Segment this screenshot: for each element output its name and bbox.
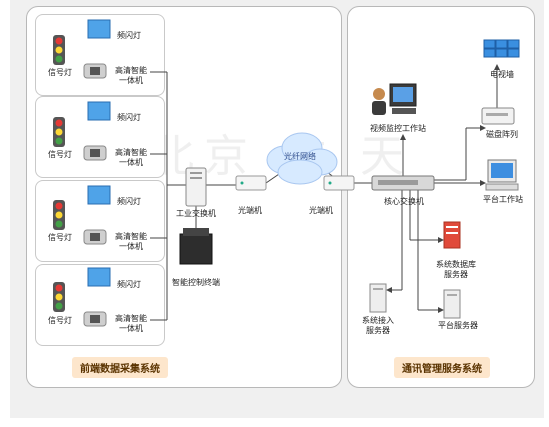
camera-label-line1: 高清智能 [115, 232, 147, 241]
camera-label-line2: 一体机 [119, 76, 143, 85]
management-panel [347, 6, 535, 388]
management-panel-title: 通讯管理服务系统 [394, 357, 490, 378]
platform-server-label: 平台服务器 [438, 321, 478, 330]
video-monitor-station-label: 视频监控工作站 [370, 124, 426, 133]
traffic-light-label-3: 信号灯 [48, 233, 72, 242]
camera-label-line1: 高清智能 [115, 66, 147, 75]
camera-label-line2: 一体机 [119, 158, 143, 167]
access-server-label: 系统接入 服务器 [356, 316, 400, 336]
optical-transceiver-label-1: 光端机 [238, 206, 262, 215]
flash-lamp-label-4: 频闪灯 [117, 280, 141, 289]
flash-lamp-label-2: 频闪灯 [117, 113, 141, 122]
flash-lamp-label-3: 频闪灯 [117, 197, 141, 206]
camera-label-line1: 高清智能 [115, 148, 147, 157]
traffic-light-label-4: 信号灯 [48, 316, 72, 325]
camera-label-3: 高清智能 一体机 [114, 232, 148, 252]
access-server-label-line1: 系统接入 [362, 316, 394, 325]
flash-lamp-label-1: 频闪灯 [117, 31, 141, 40]
camera-label-line2: 一体机 [119, 242, 143, 251]
industrial-switch-label: 工业交换机 [176, 209, 216, 218]
traffic-light-label-1: 信号灯 [48, 68, 72, 77]
tv-wall-label: 电视墙 [490, 70, 514, 79]
platform-workstation-label: 平台工作站 [483, 195, 523, 204]
db-server-label-line1: 系统数据库 [436, 260, 476, 269]
access-server-label-line2: 服务器 [366, 326, 390, 335]
db-server-label: 系统数据库 服务器 [434, 260, 478, 280]
camera-label-line2: 一体机 [119, 324, 143, 333]
smart-terminal-label: 智能控制终端 [172, 278, 220, 287]
front-end-panel-title: 前端数据采集系统 [72, 357, 168, 378]
optical-transceiver-label-2: 光端机 [309, 206, 333, 215]
camera-label-4: 高清智能 一体机 [114, 314, 148, 334]
core-switch-label: 核心交换机 [384, 197, 424, 206]
db-server-label-line2: 服务器 [444, 270, 468, 279]
fiber-cloud [266, 132, 338, 185]
camera-label-line1: 高清智能 [115, 314, 147, 323]
fiber-network-label: 光纤网络 [284, 152, 316, 161]
camera-label-2: 高清智能 一体机 [114, 148, 148, 168]
disk-array-label: 磁盘阵列 [486, 130, 518, 139]
group-icons [53, 19, 111, 327]
camera-label-1: 高清智能 一体机 [114, 66, 148, 86]
traffic-light-label-2: 信号灯 [48, 150, 72, 159]
